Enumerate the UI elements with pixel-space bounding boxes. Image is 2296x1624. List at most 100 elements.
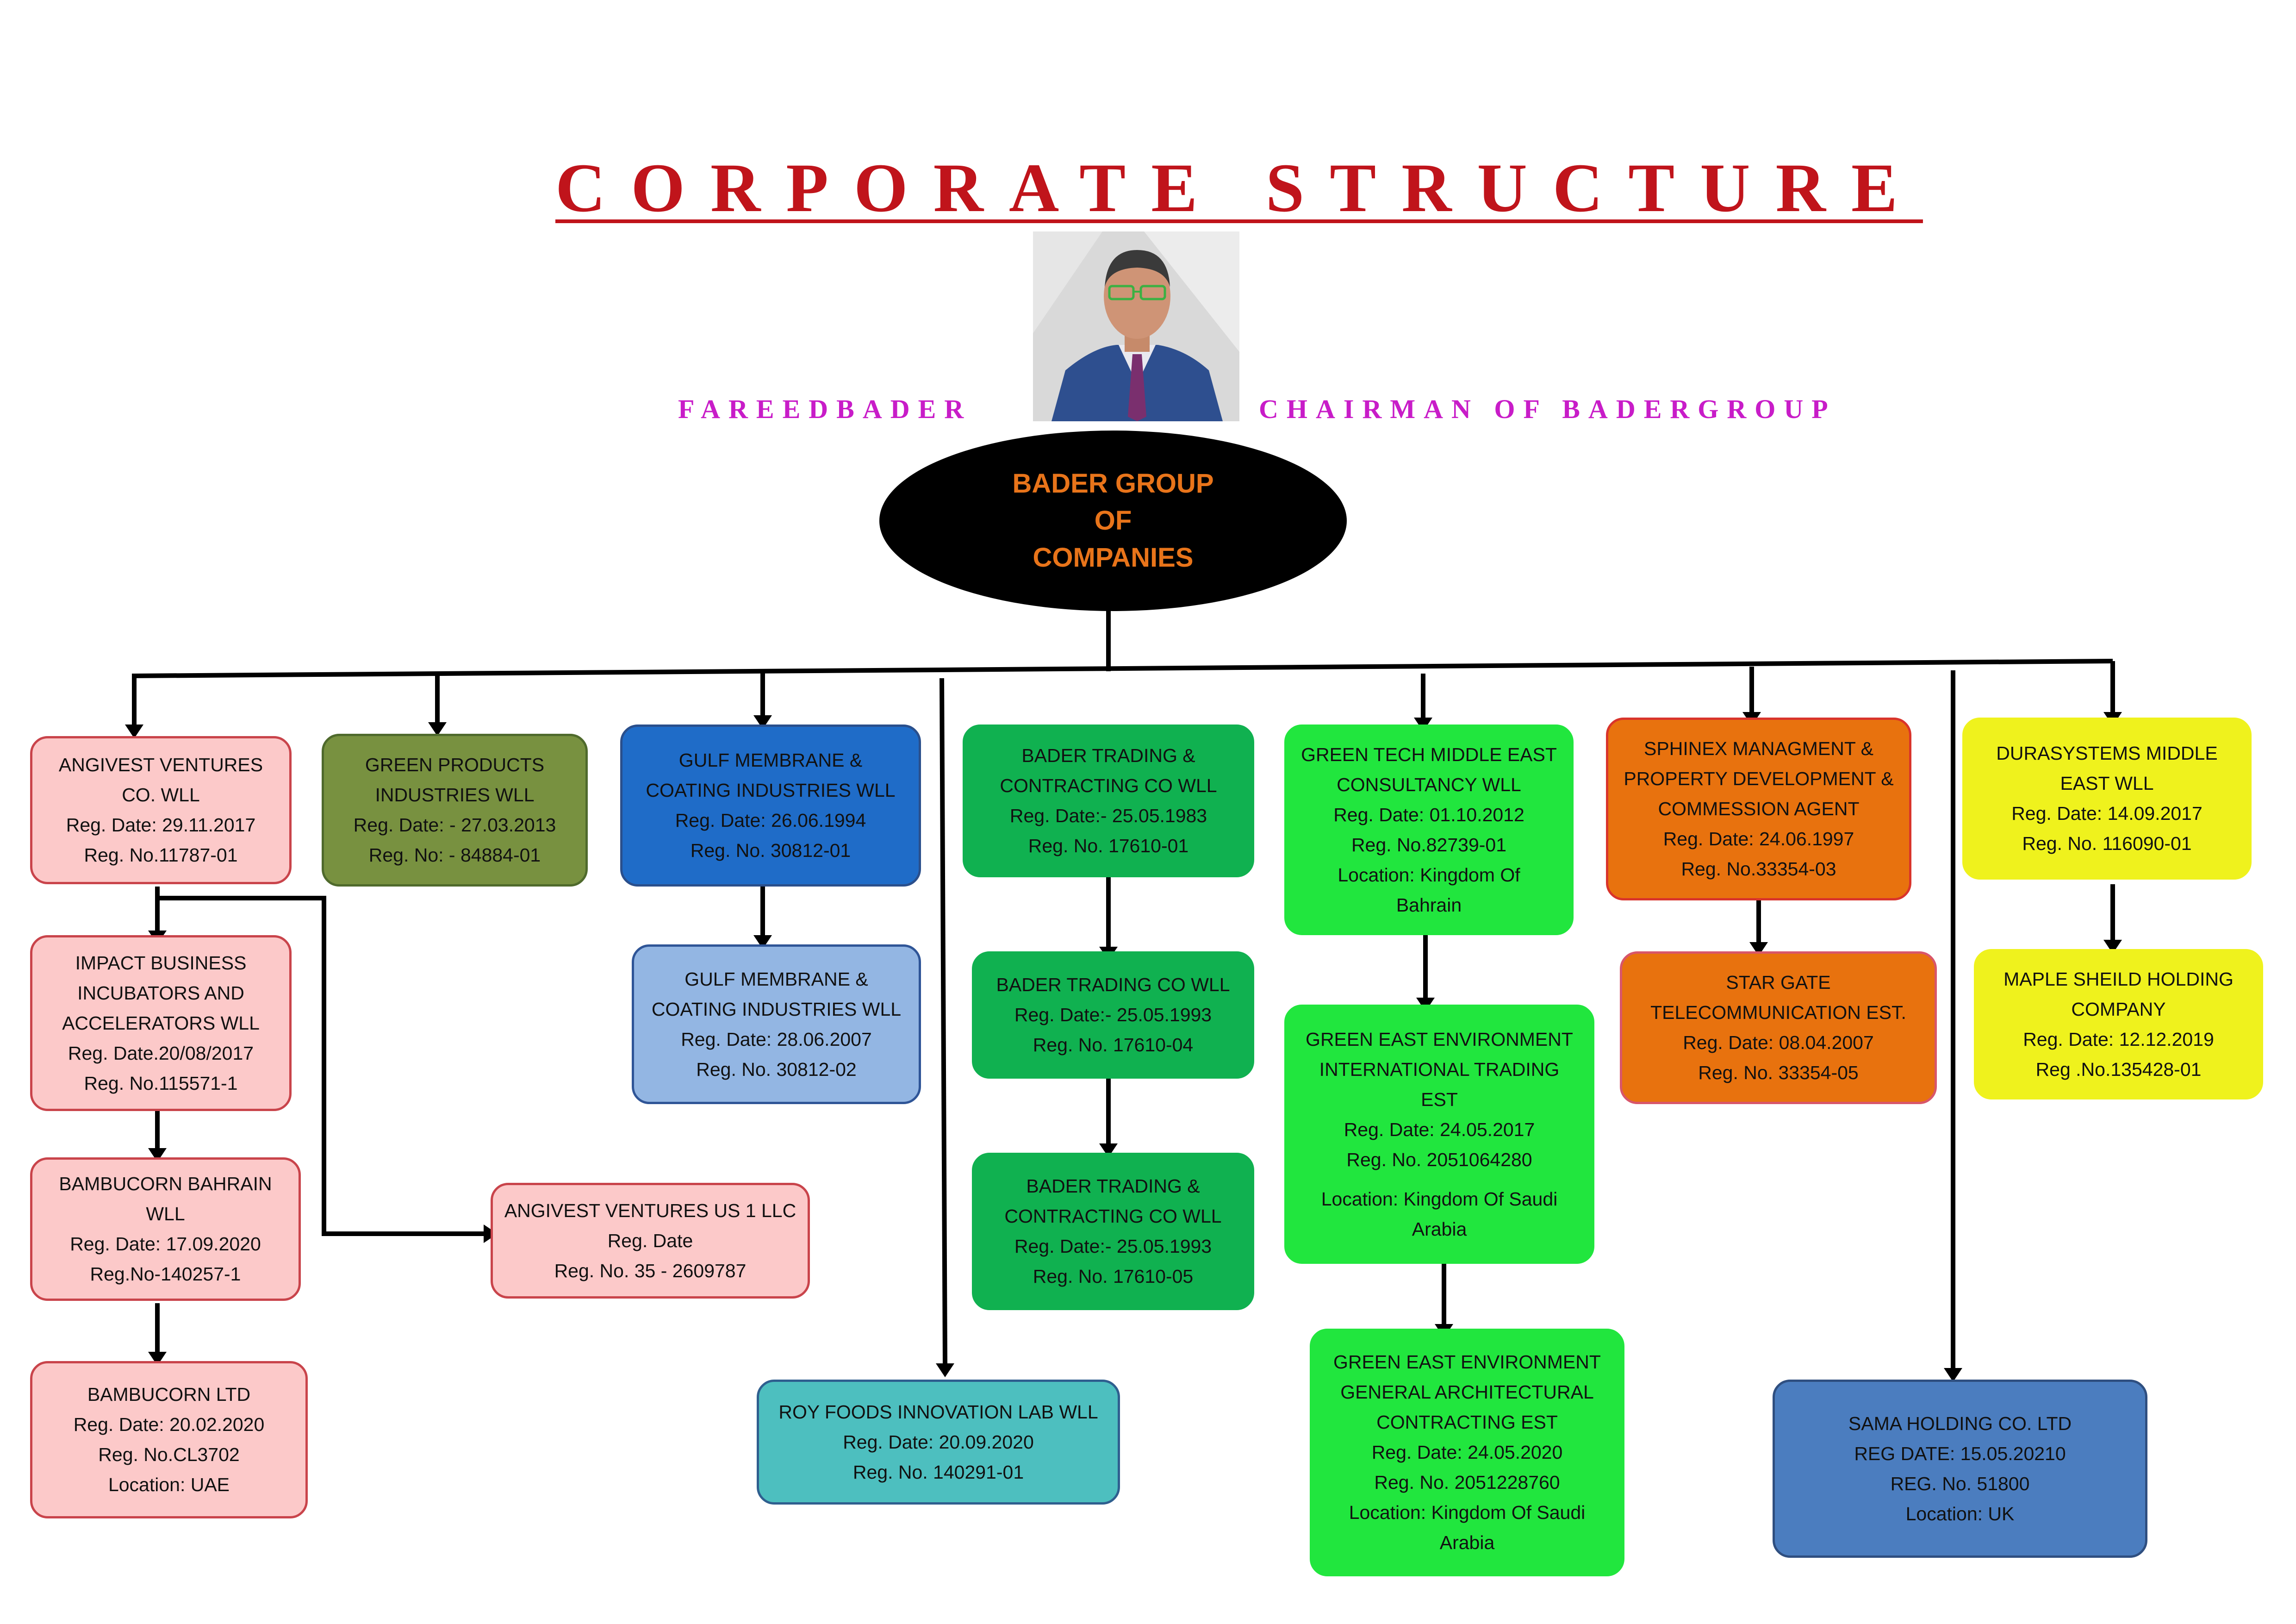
connector-arrow — [940, 678, 947, 1364]
arrowhead — [1749, 942, 1768, 956]
box-line: PROPERTY DEVELOPMENT & — [1624, 768, 1894, 789]
arrowhead — [753, 715, 772, 729]
box-line: GREEN EAST ENVIRONMENT — [1333, 1351, 1601, 1373]
company-box-angivest: ANGIVEST VENTURES CO. WLL Reg. Date: 29.… — [30, 736, 292, 884]
box-line: Arabia — [1439, 1532, 1495, 1553]
company-box-durasystems: DURASYSTEMS MIDDLE EAST WLL Reg. Date: 1… — [1962, 718, 2252, 880]
connector-arrow — [157, 896, 484, 1236]
box-line: BAMBUCORN LTD — [87, 1384, 251, 1405]
box-line: Reg. No. 17610-01 — [1028, 835, 1189, 856]
box-line: Bahrain — [1396, 894, 1462, 916]
box-line: Reg. Date: 08.04.2007 — [1683, 1032, 1874, 1053]
box-line: Reg. Date: 14.09.2017 — [2011, 803, 2203, 824]
box-line: Reg. No.82739-01 — [1351, 834, 1507, 856]
box-line: CONTRACTING CO WLL — [1000, 775, 1217, 796]
box-line: Reg. Date: 17.09.2020 — [70, 1233, 261, 1255]
box-line: Reg. No. 30812-01 — [690, 840, 851, 861]
box-line: ROY FOODS INNOVATION LAB WLL — [778, 1401, 1098, 1423]
company-box-green-east-trading: GREEN EAST ENVIRONMENT INTERNATIONAL TRA… — [1284, 1005, 1594, 1264]
arrowhead — [753, 935, 772, 949]
arrowhead — [148, 1148, 167, 1162]
box-line: Location: UK — [1905, 1503, 2015, 1524]
company-box-sama: SAMA HOLDING CO. LTD REG DATE: 15.05.202… — [1773, 1380, 2147, 1558]
box-line: Reg. No. 17610-05 — [1033, 1266, 1194, 1287]
box-line: Reg. Date: 20.09.2020 — [843, 1431, 1034, 1453]
chairman-portrait — [1033, 231, 1239, 421]
box-line: Location: Kingdom Of Saudi — [1349, 1502, 1586, 1523]
company-box-bader-trading-2: BADER TRADING CO WLL Reg. Date:- 25.05.1… — [972, 951, 1254, 1079]
root-line: OF — [1094, 506, 1132, 536]
box-line: Arabia — [1412, 1218, 1467, 1240]
box-line: Reg. No.11787-01 — [84, 844, 238, 866]
box-line: INTERNATIONAL TRADING — [1319, 1058, 1560, 1080]
box-line: CONSULTANCY WLL — [1337, 774, 1521, 795]
arrowhead — [148, 1352, 167, 1366]
box-line: GREEN PRODUCTS — [365, 754, 545, 775]
box-line: Reg. No. 17610-04 — [1033, 1034, 1194, 1056]
company-box-roy-foods: ROY FOODS INNOVATION LAB WLL Reg. Date: … — [757, 1380, 1120, 1505]
box-line: Reg. Date: 24.05.2017 — [1344, 1118, 1535, 1140]
box-line: EST — [1421, 1088, 1458, 1110]
box-line: Reg. Date — [607, 1230, 693, 1251]
box-line: REG. No. 51800 — [1890, 1473, 2030, 1494]
box-line: ACCELERATORS WLL — [62, 1012, 260, 1034]
box-line: Reg. No.115571-1 — [84, 1072, 238, 1094]
box-line: COMPANY — [2071, 998, 2166, 1020]
box-line: Reg. Date: - 27.03.2013 — [353, 814, 556, 836]
arrowhead — [936, 1363, 954, 1377]
box-line: GREEN EAST ENVIRONMENT — [1306, 1028, 1573, 1050]
box-line: Reg. No. 30812-02 — [696, 1058, 857, 1080]
box-line: CONTRACTING CO WLL — [1004, 1206, 1222, 1227]
box-line: Reg. No.33354-03 — [1681, 858, 1836, 880]
box-line: Location: UAE — [108, 1474, 230, 1495]
box-line: Reg. No. 2051064280 — [1346, 1149, 1532, 1170]
box-line: Reg. No. 35 - 2609787 — [554, 1260, 747, 1281]
company-box-bambucorn-bahrain: BAMBUCORN BAHRAIN WLL Reg. Date: 17.09.2… — [30, 1157, 301, 1301]
company-box-bader-trading-3: BADER TRADING & CONTRACTING CO WLL Reg. … — [972, 1153, 1254, 1310]
box-line: Reg.No-140257-1 — [90, 1263, 241, 1285]
box-line: INDUSTRIES WLL — [375, 784, 535, 806]
box-line: EAST WLL — [2060, 773, 2154, 794]
box-line: BADER TRADING & — [1021, 745, 1195, 766]
box-line: CONTRACTING EST — [1376, 1412, 1558, 1433]
box-line: COMMESSION AGENT — [1658, 798, 1860, 819]
box-line: Reg. No: - 84884-01 — [368, 844, 541, 866]
box-line: SAMA HOLDING CO. LTD — [1848, 1412, 2072, 1434]
arrowhead — [1099, 1143, 1118, 1157]
box-line: Reg. Date: 28.06.2007 — [681, 1028, 872, 1050]
box-line: Reg. Date: 29.11.2017 — [66, 814, 256, 836]
box-line: Reg. No. 140291-01 — [852, 1461, 1024, 1483]
box-line: WLL — [146, 1203, 185, 1224]
company-box-green-tech: GREEN TECH MIDDLE EAST CONSULTANCY WLL R… — [1284, 725, 1574, 935]
box-line: Reg .No.135428-01 — [2035, 1058, 2202, 1080]
page-title: CORPORATE STRUCTURE — [555, 150, 1923, 226]
box-line: Reg. Date: 24.05.2020 — [1371, 1442, 1563, 1463]
box-line: Reg. Date: 01.10.2012 — [1333, 804, 1524, 825]
box-line: GREEN TECH MIDDLE EAST — [1301, 743, 1557, 765]
box-line: STAR GATE — [1726, 972, 1831, 993]
company-box-sphinex: SPHINEX MANAGMENT & PROPERTY DEVELOPMENT… — [1606, 718, 1911, 900]
box-line: BAMBUCORN BAHRAIN — [59, 1173, 272, 1194]
box-line: COATING INDUSTRIES WLL — [651, 998, 902, 1020]
company-box-green-east-contracting: GREEN EAST ENVIRONMENT GENERAL ARCHITECT… — [1310, 1329, 1624, 1576]
company-box-gulf-membrane-2: GULF MEMBRANE & COATING INDUSTRIES WLL R… — [632, 944, 921, 1104]
box-line: CO. WLL — [122, 784, 200, 806]
box-line: Reg. No. 2051228760 — [1374, 1472, 1560, 1493]
box-line: GULF MEMBRANE & — [678, 750, 863, 771]
box-line: BADER TRADING & — [1026, 1175, 1200, 1197]
company-box-bambucorn-ltd: BAMBUCORN LTD Reg. Date: 20.02.2020 Reg.… — [30, 1361, 308, 1518]
box-line: Reg. Date: 26.06.1994 — [675, 810, 866, 831]
box-line: INCUBATORS AND — [77, 982, 244, 1004]
box-line: ANGIVEST VENTURES US 1 LLC — [504, 1199, 796, 1221]
box-line: Reg. Date: 20.02.2020 — [73, 1414, 265, 1435]
box-line: COATING INDUSTRIES WLL — [646, 780, 896, 801]
chairman-role: CHAIRMAN OF BADERGROUP — [1259, 394, 1836, 424]
box-line: Reg. Date: 24.06.1997 — [1663, 828, 1854, 849]
box-line: Reg. Date:- 25.05.1993 — [1014, 1004, 1212, 1025]
box-line: MAPLE SHEILD HOLDING — [2004, 968, 2234, 990]
company-box-green-products: GREEN PRODUCTS INDUSTRIES WLL Reg. Date:… — [322, 734, 588, 887]
box-line: TELECOMMUNICATION EST. — [1650, 1002, 1906, 1023]
company-box-bader-trading-1: BADER TRADING & CONTRACTING CO WLL Reg. … — [963, 725, 1254, 877]
main-bus-line — [131, 658, 2113, 679]
